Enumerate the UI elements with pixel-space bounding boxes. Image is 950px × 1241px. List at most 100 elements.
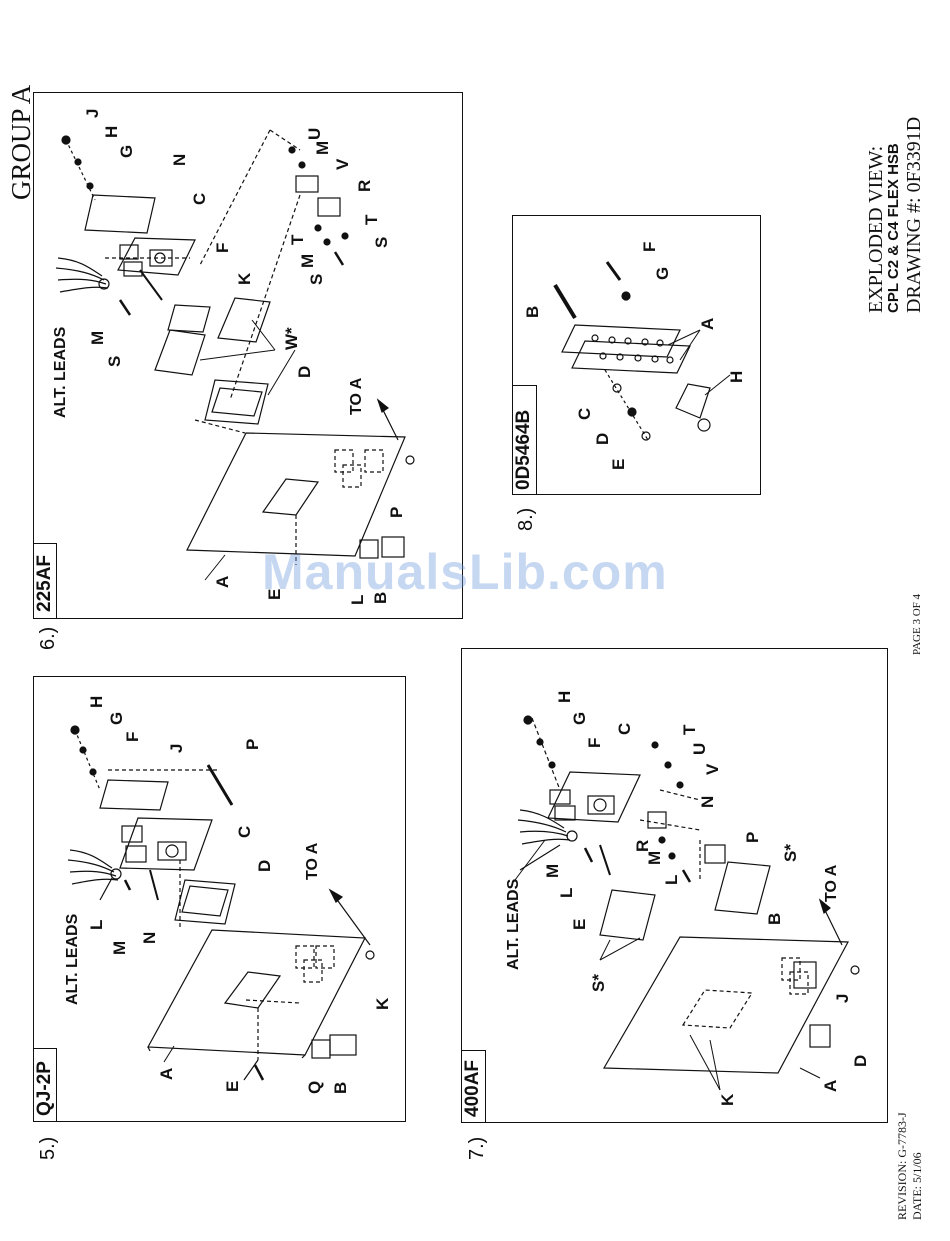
p5-note-alt-leads: ALT. LEADS [64,913,81,1005]
p7-callout-n: N [698,796,717,808]
panel-6-frame [33,92,463,619]
p5-plate-j [99,779,169,811]
p6-callout-t1: T [288,234,307,245]
p5-callout-d: D [255,860,274,872]
p7-callout-c: C [615,723,634,735]
p5-callout-m: M [110,941,129,955]
p7-callout-b: B [765,913,784,925]
p7-callout-u: U [690,743,709,755]
p5-callout-g: G [107,712,126,725]
p6-note-to-a: TO A [348,377,365,415]
p5-callout-k: K [373,997,392,1010]
p6-breaker-c [117,237,196,276]
p7-lug-b [793,961,817,989]
p5-callout-l: L [87,920,106,930]
p5-callout-q: Q [305,1081,324,1094]
p6-mounting-plate [186,432,406,557]
p6-callout-b: B [371,592,390,604]
panel-7-tag-box [461,1050,486,1123]
p7-terminal-s1 [599,889,656,941]
p6-callout-s2: S [307,274,326,285]
panel-7-drawing [517,715,860,1074]
p7-terminal-s2 [714,861,771,915]
p6-callout-u: U [305,128,324,140]
p7-note-alt-leads: ALT. LEADS [505,878,522,970]
p7-callout-k: K [718,1093,737,1106]
p7-breaker-c [547,771,641,823]
p5-callout-n: N [140,932,159,944]
p5-callout-h: H [87,696,106,708]
p7-bracket-n [647,811,667,829]
p6-note-alt-leads: ALT. LEADS [52,326,69,418]
p6-callout-f: F [213,243,232,253]
p5-callout-p: P [243,739,262,750]
p7-callout-t: T [680,724,699,735]
p5-lug-q [311,1039,331,1059]
p8-callout-a: A [698,318,717,330]
p8-callout-f: F [640,242,659,252]
p6-terminal-w1 [154,329,206,376]
p6-callout-m: M [88,331,107,345]
p6-callout-w: W* [282,327,301,350]
p5-callout-j: J [167,744,186,753]
p5-note-to-a: TO A [304,842,321,880]
p8-callout-e: E [609,459,628,470]
p6-callout-j: J [83,109,102,118]
p6-callout-e: E [265,589,284,600]
p6-callout-p: P [387,507,406,518]
p8-bar-a1 [561,324,681,358]
p6-callout-d: D [295,366,314,378]
p6-callout-m3: M [313,141,332,155]
p6-callout-l: L [348,595,367,605]
p6-callout-t2: T [362,214,381,225]
panel-8-tag-box [512,385,537,495]
p7-callout-r: R [633,840,652,852]
p6-lug-b [381,536,405,558]
p5-breaker-c [119,817,213,871]
panel-6-drawing [55,129,415,565]
p8-callout-c: C [575,408,594,420]
panel-5-tag-box [33,1048,57,1122]
p7-block-p [704,844,726,864]
p5-lug-b [329,1034,357,1056]
p7-callout-f: F [585,738,604,748]
p6-callout-g: G [117,145,136,158]
p7-callout-e: E [570,919,589,930]
p7-callout-s1: S* [589,974,608,992]
p7-callout-d: D [851,1055,870,1067]
p7-callout-g: G [570,712,589,725]
p7-callout-m1: M [543,864,562,878]
p6-callout-a: A [213,576,232,588]
p6-callout-v: V [333,158,352,170]
p5-callout-c: C [235,826,254,838]
p8-lug-h [675,383,711,419]
p7-center-cutout [681,989,754,1029]
p8-callout-d: D [593,433,612,445]
panel-8-drawing [553,261,711,441]
p6-terminal-w2 [217,297,271,343]
p7-callout-v: V [703,763,722,775]
p5-rod-p [206,764,234,806]
p7-callout-l1: L [557,888,576,898]
panel-5-drawing [67,725,375,1081]
p7-callout-a: A [821,1080,840,1092]
p5-box-d [174,879,236,925]
p6-callout-s1: S [105,356,124,367]
p7-callout-s2: S* [781,844,800,862]
p5-callout-e: E [223,1081,242,1092]
panel-5-frame [33,676,406,1122]
p5-center-cutout [223,971,282,1009]
p6-lug-l [359,539,379,559]
p5-mounting-plate [147,929,366,1056]
p6-box-d [204,379,269,425]
p6-block-r [317,197,341,217]
p7-callout-p: P [743,832,762,843]
p7-callout-m2: M [645,851,664,865]
p6-callout-c: C [190,193,209,205]
watermark: ManualsLib.com [262,544,668,600]
p5-callout-b: B [331,1082,350,1094]
p7-lug-d [809,1024,831,1048]
panel-7-frame [461,648,888,1123]
p6-callout-s3: S [372,237,391,248]
